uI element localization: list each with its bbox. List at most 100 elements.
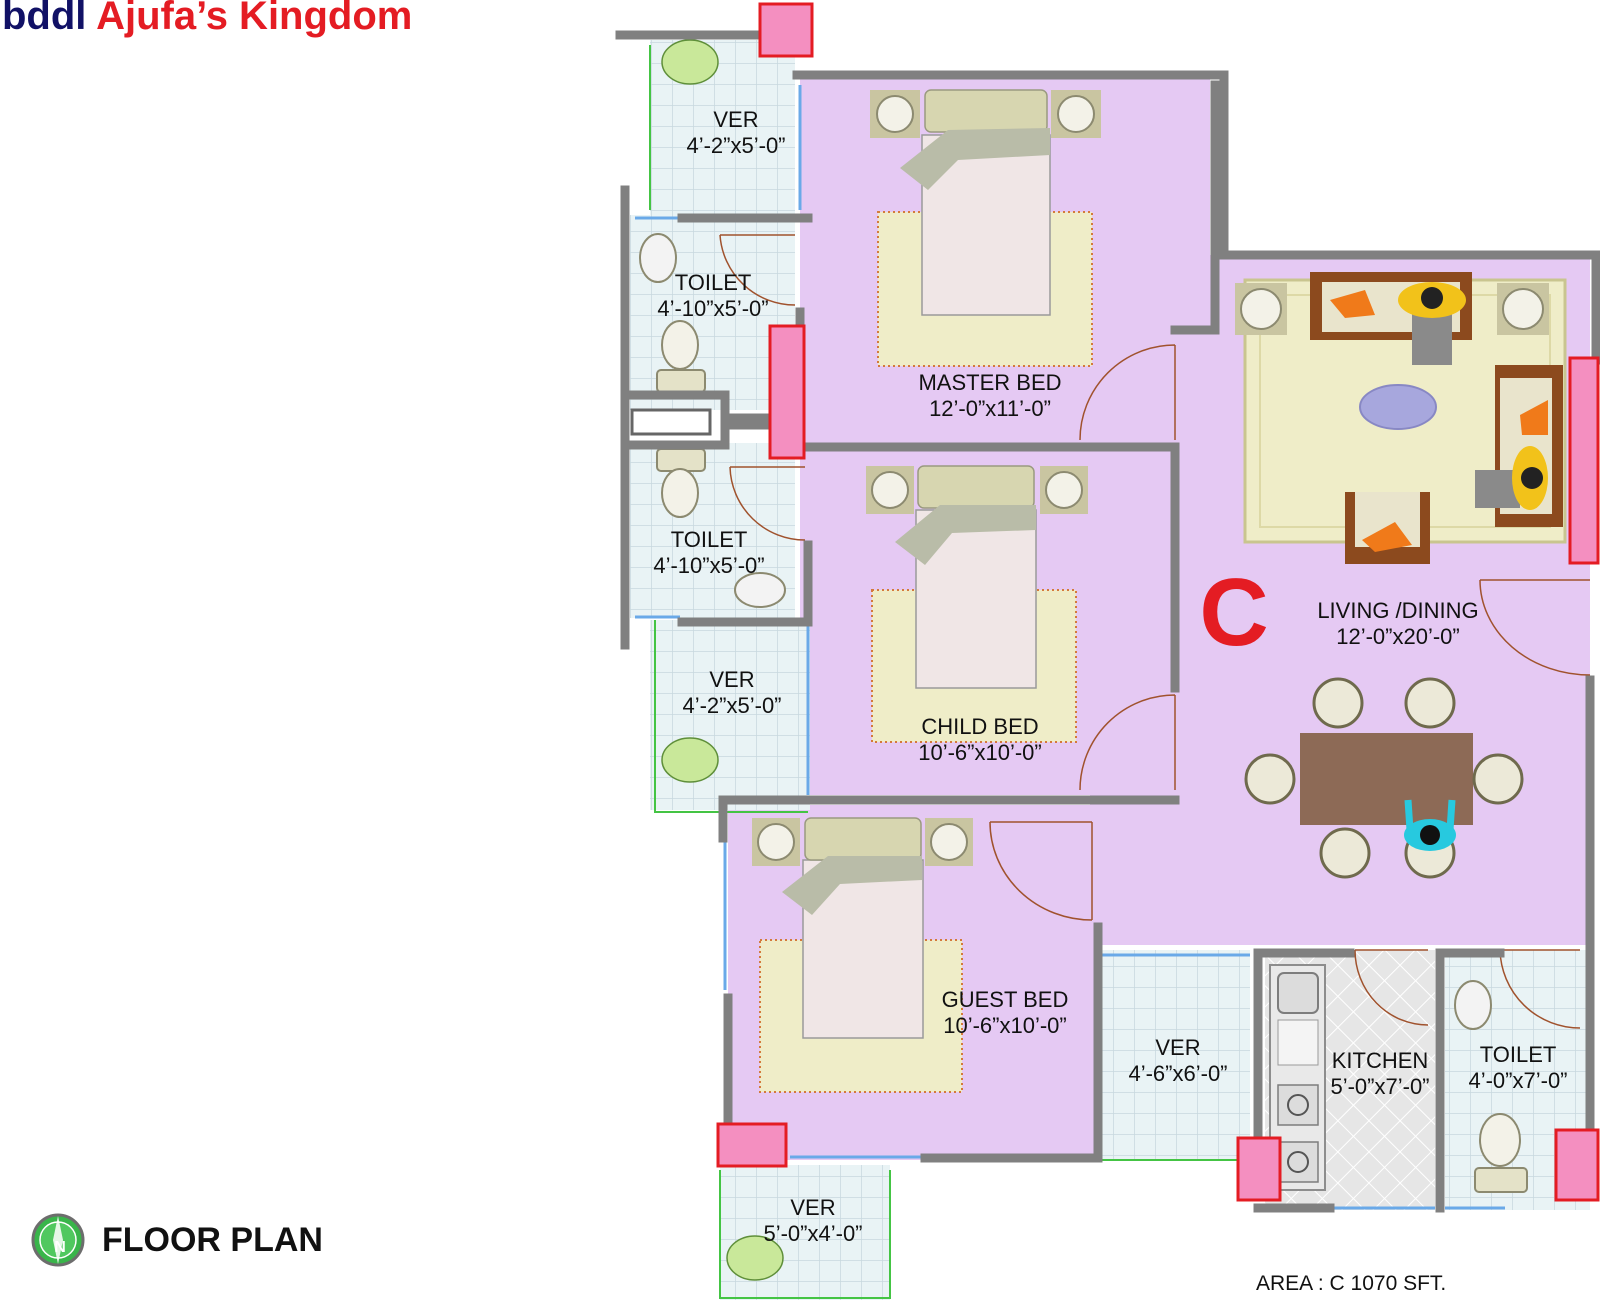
dining-chair-5	[1319, 827, 1371, 879]
compass-icon: N	[31, 1213, 85, 1267]
column-5	[1236, 1136, 1282, 1202]
wc-toilet-1	[661, 320, 699, 370]
toilet-fixtures	[639, 233, 1528, 1193]
doors	[719, 234, 1591, 1029]
wall-master-child	[800, 442, 1180, 693]
wall-cutouts	[630, 408, 712, 436]
floor-ver-mid	[1100, 950, 1250, 1160]
lamp-right	[1502, 288, 1544, 330]
compass-letter: N	[54, 1239, 66, 1256]
unit-letter: C	[1199, 559, 1268, 666]
area-label: AREA : C 1070 SFT.	[1256, 1272, 1447, 1295]
wall-master-right	[1170, 80, 1220, 335]
label-ver-top-name: VER	[713, 107, 758, 132]
wall-kitchen-left	[1253, 948, 1355, 1143]
label-master-bed-name: MASTER BED	[918, 370, 1061, 395]
plant-ver-left	[661, 737, 719, 783]
wall-child-guest	[718, 795, 1180, 843]
label-ver-mid-size: 4’-6”x6’-0”	[1128, 1061, 1227, 1086]
door-master	[1079, 344, 1176, 441]
bed-child	[866, 465, 1088, 743]
label-child-bed-size: 10’-6”x10’-0”	[918, 740, 1042, 765]
railings	[649, 45, 1250, 1299]
door-child	[1079, 694, 1176, 791]
column-3	[1568, 356, 1600, 565]
brand-prefix: bddl	[2, 0, 87, 38]
room-labels: VER 4’-2”x5’-0” TOILET 4’-10”x5’-0” TOIL…	[653, 107, 1567, 1246]
wc-toilet-3	[1479, 1113, 1521, 1167]
column-4	[716, 1122, 788, 1168]
dining-chair-1	[1312, 677, 1364, 729]
column-1	[758, 2, 814, 58]
person-sofa-top	[1398, 282, 1466, 365]
windows	[635, 85, 1505, 1210]
door-toilet-1	[719, 234, 796, 306]
person-sofa-right	[1475, 446, 1548, 510]
label-ver-mid-name: VER	[1155, 1035, 1200, 1060]
column-6	[1554, 1128, 1600, 1202]
label-toilet-3-size: 4’-0”x7’-0”	[1468, 1068, 1567, 1093]
wall-master-outer	[792, 70, 1600, 365]
dining-chair-2	[1404, 677, 1456, 729]
label-kitchen-size: 5’-0”x7’-0”	[1330, 1074, 1429, 1099]
lamp-left	[1240, 288, 1282, 330]
label-kitchen-name: KITCHEN	[1332, 1048, 1429, 1073]
basin-toilet-1	[639, 233, 677, 283]
label-ver-top-size: 4’-2”x5’-0”	[686, 133, 785, 158]
plant-ver-top	[661, 39, 719, 85]
label-ver-bottom-size: 5’-0”x4’-0”	[763, 1221, 862, 1246]
door-entry	[1479, 579, 1591, 676]
label-living-size: 12’-0”x20’-0”	[1336, 624, 1460, 649]
label-toilet-2-name: TOILET	[671, 527, 748, 552]
columns	[716, 2, 1600, 1202]
wall-guest-bottom	[920, 922, 1103, 1163]
cushion-3	[1362, 522, 1412, 552]
dining-chair-4	[1472, 753, 1524, 805]
label-guest-bed-name: GUEST BED	[942, 987, 1069, 1012]
door-toilet-2	[729, 466, 806, 541]
dining-set	[1244, 677, 1524, 879]
door-kitchen	[1354, 949, 1429, 1026]
label-guest-bed-size: 10’-6”x10’-0”	[943, 1013, 1067, 1038]
basin-toilet-3	[1454, 980, 1492, 1030]
coffee-table	[1359, 384, 1437, 430]
label-toilet-3-name: TOILET	[1480, 1042, 1557, 1067]
railing-ver-left	[654, 620, 808, 813]
brand-title: bddl Ajufa’s Kingdom	[2, 0, 412, 39]
wall-toilet-1-bottom	[625, 390, 780, 423]
label-ver-left-size: 4’-2”x5’-0”	[682, 693, 781, 718]
label-master-bed-size: 12’-0”x11’-0”	[929, 396, 1051, 421]
wall-toilet-right-2	[677, 540, 813, 627]
label-toilet-2-size: 4’-10”x5’-0”	[653, 553, 764, 578]
wall-toilet-2-top	[625, 420, 780, 450]
label-child-bed-name: CHILD BED	[921, 714, 1038, 739]
floor-plan-title: FLOOR PLAN	[102, 1220, 323, 1259]
cushion-2	[1520, 400, 1548, 435]
brand-name: Ajufa’s Kingdom	[96, 0, 413, 38]
label-toilet-1-size: 4’-10”x5’-0”	[657, 296, 768, 321]
bed-master	[870, 89, 1101, 367]
dining-chair-3	[1244, 753, 1296, 805]
door-guest	[989, 821, 1093, 921]
railing-ver-bottom	[719, 1170, 891, 1299]
person-dining	[1404, 799, 1456, 851]
floor-plan-legend: N FLOOR PLAN	[30, 1212, 323, 1268]
walls	[615, 30, 1600, 1213]
plant-ver-bottom	[726, 1235, 784, 1281]
plants	[661, 39, 784, 1281]
label-ver-left-name: VER	[709, 667, 754, 692]
living-furniture	[1235, 272, 1567, 564]
basin-toilet-2	[734, 572, 786, 608]
label-toilet-1-name: TOILET	[675, 270, 752, 295]
bed-guest	[752, 817, 973, 1093]
dining-table	[1300, 733, 1473, 825]
wc-toilet-2	[661, 468, 699, 518]
cushion-1	[1330, 290, 1375, 318]
column-2	[768, 324, 806, 460]
door-toilet-3	[1499, 949, 1581, 1029]
room-floors	[630, 40, 1590, 1300]
wall-kitchen-toilet	[1435, 948, 1505, 1213]
label-ver-bottom-name: VER	[790, 1195, 835, 1220]
label-living-name: LIVING /DINING	[1317, 598, 1478, 623]
